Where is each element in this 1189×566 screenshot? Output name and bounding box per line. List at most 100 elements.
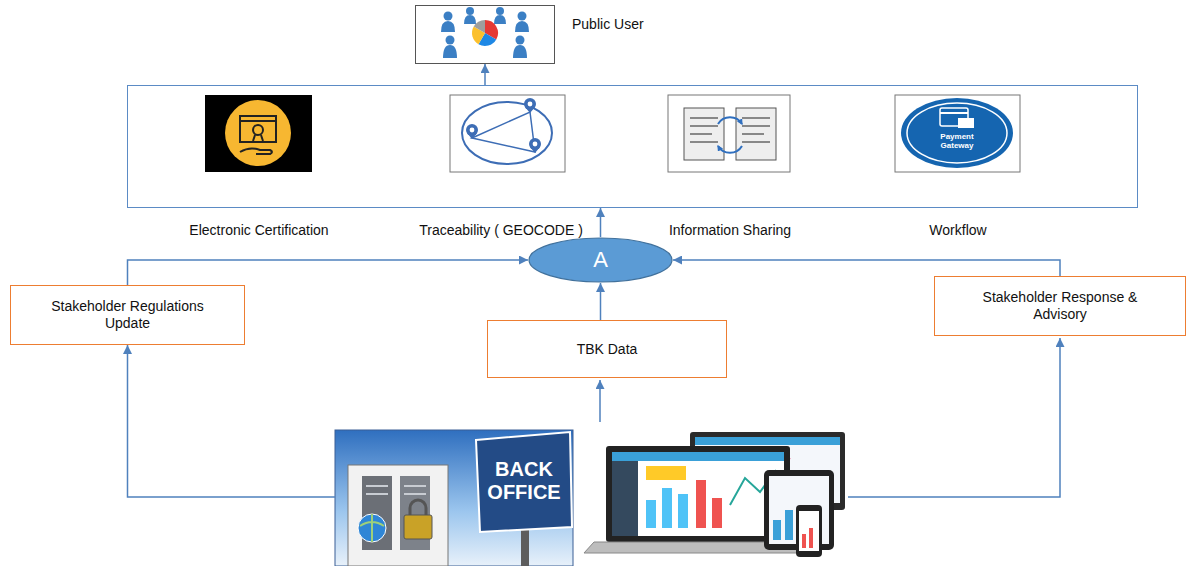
devices-picture-part-part — [802, 534, 806, 548]
workflow-icon-part — [895, 95, 1020, 172]
ellipse-shape — [529, 238, 672, 282]
input-box: TBK Data — [487, 320, 727, 378]
service-band: Electronic CertificationTraceability ( G… — [127, 85, 1138, 208]
flow-arrow — [128, 345, 336, 497]
information-sharing-icon-part-part — [742, 125, 770, 127]
certification-icon-part — [240, 120, 276, 122]
workflow-icon-part — [907, 103, 1007, 163]
devices-picture-part-part — [809, 528, 813, 548]
information-sharing-icon-part-part — [690, 133, 712, 135]
traceability-icon-part-part — [528, 102, 533, 107]
node-label: Public User — [572, 16, 644, 33]
devices-picture-part — [612, 452, 784, 461]
back-office-picture-part — [360, 514, 384, 542]
information-sharing-icon-part — [690, 118, 770, 142]
icon-caption: Payment Gateway — [932, 133, 982, 151]
traceability-icon-part-part — [467, 133, 477, 139]
information-sharing-icon-part — [684, 108, 724, 160]
information-sharing-icon — [668, 95, 790, 172]
information-sharing-icon-part — [736, 108, 776, 160]
devices-picture-part-part — [696, 480, 706, 528]
devices-picture-part — [646, 466, 686, 480]
input-box: Stakeholder Response & Advisory — [934, 276, 1186, 336]
ellipse-outline — [528, 237, 673, 283]
public-user-icon-part-part — [513, 45, 527, 58]
public-user-icon-part-part — [443, 45, 457, 58]
flow-arrow — [600, 283, 602, 320]
back-office-picture-part — [410, 500, 426, 516]
public-user-icon-part-part — [464, 15, 476, 24]
information-sharing-icon-part — [718, 146, 742, 153]
devices-picture-part — [695, 437, 840, 445]
devices-picture-part-part — [646, 500, 656, 528]
devices-picture-part-part — [712, 498, 722, 528]
information-sharing-icon-part-part — [742, 117, 770, 119]
back-office-picture-part — [335, 430, 573, 566]
information-sharing-icon-part-part — [742, 141, 770, 143]
devices-picture-part — [802, 528, 813, 548]
certification-icon-part — [253, 125, 263, 135]
public-user-icon-part — [441, 7, 529, 58]
devices-picture-part — [696, 480, 722, 528]
traceability-icon-part-part — [470, 128, 475, 133]
certification-icon-part — [240, 116, 276, 142]
public-user-icon-part-part — [441, 21, 455, 32]
devices-picture-part — [612, 461, 638, 536]
devices-picture — [584, 432, 845, 557]
certification-icon-part — [240, 148, 272, 154]
devices-picture-part — [796, 505, 822, 557]
node-label: Stakeholder Regulations Update — [38, 298, 218, 332]
workflow-icon-part — [958, 118, 974, 128]
devices-picture-part-part — [662, 488, 672, 528]
back-office-picture — [335, 430, 573, 566]
back-office-picture-part — [476, 432, 572, 532]
traceability-icon — [450, 95, 565, 172]
back-office-picture-part-part — [404, 485, 426, 487]
service-label: Workflow — [929, 222, 986, 239]
flow-arrow — [673, 260, 1060, 276]
back-office-picture-part — [348, 465, 448, 566]
device-arrows — [600, 338, 1060, 497]
devices-picture-part — [612, 452, 784, 536]
node-label: Stakeholder Response & Advisory — [965, 289, 1155, 323]
node-label: BACK OFFICE — [478, 458, 570, 504]
back-office-picture-part — [521, 528, 529, 566]
devices-picture-part-part — [785, 510, 793, 540]
workflow-icon-part — [940, 112, 968, 114]
public-user-icon-part-part — [516, 36, 525, 45]
back-office-picture-part-part — [404, 493, 426, 495]
hub-ellipse: A — [528, 237, 673, 283]
traceability-icon-part-part — [530, 147, 540, 153]
certification-icon-part — [225, 100, 291, 166]
traceability-icon-part — [470, 102, 538, 147]
devices-picture-part — [646, 488, 688, 528]
back-office-picture-part — [404, 515, 432, 539]
service-label: Traceability ( GEOCODE ) — [419, 222, 583, 239]
information-sharing-icon-part-part — [742, 133, 764, 135]
user-box: Public User — [415, 5, 555, 64]
information-sharing-icon-part-part — [690, 141, 718, 143]
back-office-node: BACK OFFICE — [335, 430, 573, 566]
input-box: Stakeholder Regulations Update — [10, 285, 245, 345]
traceability-icon-part — [462, 102, 552, 164]
public-user-icon-part-part — [466, 7, 474, 15]
flow-arrow — [600, 208, 602, 237]
information-sharing-icon-part-part — [690, 125, 718, 127]
flow-arrow — [128, 260, 529, 285]
back-office-picture-part — [366, 486, 426, 494]
node-label: TBK Data — [577, 341, 638, 358]
public-user-icon-part-part — [496, 7, 504, 15]
information-sharing-icon-part — [668, 95, 790, 172]
public-user-icon-part-part — [444, 12, 453, 21]
certification-icon-part — [253, 135, 263, 141]
certification-icon — [205, 95, 312, 172]
workflow-icon-part — [901, 98, 1013, 168]
devices-picture-part-part — [678, 494, 688, 528]
certification-icon-part — [205, 95, 312, 172]
public-user-icon — [441, 7, 529, 58]
